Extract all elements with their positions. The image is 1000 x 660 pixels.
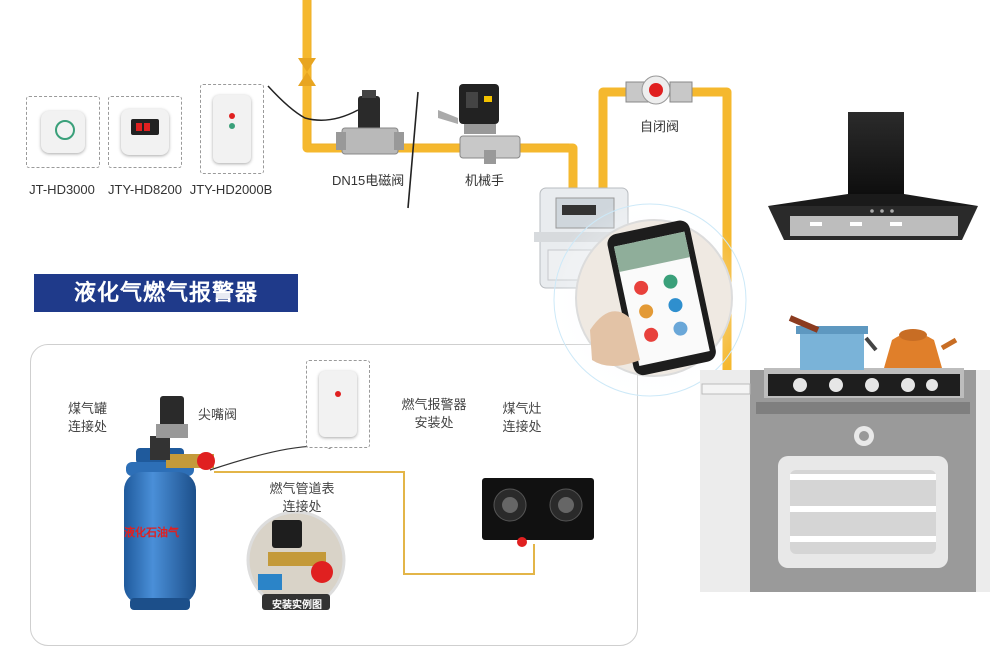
ball-valve-icon (298, 58, 316, 86)
label-line: 安装处 (414, 415, 454, 430)
pipe-meter-label: 燃气管道表 连接处 (254, 480, 350, 516)
detector-icon (319, 371, 357, 437)
solenoid-valve-icon (267, 85, 404, 155)
stove-connection-label: 煤气灶 连接处 (490, 400, 554, 436)
self-closing-valve-label: 自闭阀 (640, 119, 680, 134)
self-closing-valve-icon (625, 75, 693, 105)
label-line: 煤气罐 (68, 401, 108, 416)
detector-model-label: JTY-HD8200 (108, 182, 182, 197)
label-line: 连接处 (68, 419, 108, 434)
alarm-install-box (306, 360, 370, 448)
detector-card-jty-hd8200 (108, 96, 182, 168)
manipulator-icon (438, 84, 521, 164)
detector-icon (213, 95, 251, 163)
example-photo-caption: 安装实例图 (272, 600, 322, 611)
alarm-install-label: 燃气报警器 安装处 (394, 396, 474, 432)
label-line: 燃气报警器 (401, 397, 467, 412)
solenoid-valve-label: DN15电磁阀 (332, 173, 405, 188)
label-line: 煤气灶 (502, 401, 542, 416)
tank-connection-label: 煤气罐 连接处 (68, 400, 107, 436)
nozzle-valve-label: 尖嘴阀 (198, 407, 238, 422)
detector-icon (41, 111, 85, 153)
manipulator-label: 机械手 (465, 173, 505, 188)
regulator-icon (150, 436, 215, 470)
cylinder-text: 液化石油气 (124, 527, 179, 539)
section-title: 液化气燃气报警器 (34, 274, 298, 312)
label-line: 连接处 (502, 419, 542, 434)
detector-model-label: JT-HD3000 (29, 182, 95, 197)
label-line: 燃气管道表 (269, 481, 335, 496)
smartphone-app (548, 198, 752, 402)
label-line: 连接处 (282, 499, 322, 514)
detector-model-label: JTY-HD2000B (189, 182, 273, 197)
separator-line (407, 91, 419, 209)
cooktop-icon (482, 478, 594, 547)
stove-oven-icon (700, 315, 990, 592)
detector-card-jty-hd2000b (200, 84, 264, 174)
detector-icon (121, 109, 169, 155)
range-hood-icon (768, 112, 978, 240)
nozzle-valve-icon (156, 396, 188, 438)
lpg-hose (214, 471, 535, 575)
install-example-photo (246, 510, 346, 610)
detector-card-jt-hd3000 (26, 96, 100, 168)
